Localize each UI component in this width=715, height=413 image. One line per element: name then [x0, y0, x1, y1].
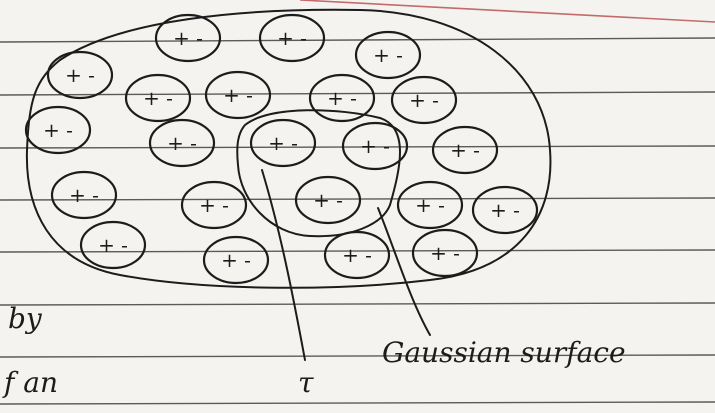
- dipole-charge-label: + -: [223, 83, 253, 107]
- dipole-charge-label: + -: [98, 233, 128, 257]
- dipole-charge-label: + -: [450, 138, 480, 162]
- dipole-charge-label: + -: [143, 86, 173, 110]
- ruled-line: [0, 402, 715, 404]
- dipole-charge-label: + -: [490, 198, 520, 222]
- dipole-charge-label: + -: [268, 131, 298, 155]
- dipole-charge-label: + -: [360, 134, 390, 158]
- dipole-charge-label: + -: [173, 26, 203, 50]
- margin-text-line2: f an: [2, 366, 58, 399]
- dipole-charge-label: + -: [327, 86, 357, 110]
- dipole-charge-label: + -: [313, 188, 343, 212]
- dipole-charge-label: + -: [69, 183, 99, 207]
- dipole-charge-label: + -: [43, 118, 73, 142]
- dipole-charge-label: + -: [430, 241, 460, 265]
- dipole-charge-label: + -: [199, 193, 229, 217]
- ruled-line: [0, 92, 715, 95]
- ruled-line: [0, 303, 715, 305]
- dipole-charge-label: + -: [409, 88, 439, 112]
- dipole-charge-label: + -: [342, 243, 372, 267]
- dipole-charge-label: + -: [221, 248, 251, 272]
- dipole-charge-label: + -: [277, 26, 307, 50]
- dipole-charge-label: + -: [65, 63, 95, 87]
- gaussian-surface: [237, 110, 400, 236]
- ruled-line: [0, 198, 715, 200]
- dipole-charge-label: + -: [373, 43, 403, 67]
- dipole-charge-label: + -: [167, 131, 197, 155]
- margin-text-line1: by: [8, 302, 43, 335]
- ruled-line: [0, 146, 715, 148]
- gaussian-surface-label: Gaussian surface: [382, 336, 626, 369]
- dipole-charge-label: + -: [415, 193, 445, 217]
- volume-label: τ: [298, 366, 314, 399]
